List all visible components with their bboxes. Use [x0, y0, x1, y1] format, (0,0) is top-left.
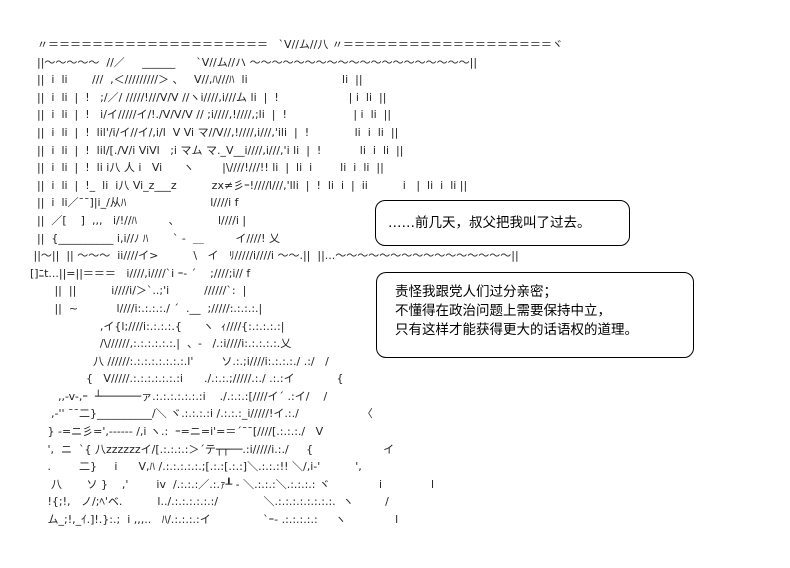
ascii-art-line: } -=ニ彡=',------ /,i ヽ.: ｰ=ニ=i'=＝´¯¯[////…: [30, 425, 324, 439]
ascii-art-line: ム_;!,_ｲ.]!.}:.; i ,,,.. ﾊ/.:.:.:.:イ `ｰ- …: [30, 513, 399, 527]
ascii-art-line: 八 //////:.:.:.:.:.:.:.:.l' ソ.:.;i////i:.…: [30, 354, 329, 368]
ascii-art-line: { V/////.:.:.:.:.:.:.:i ./.:.:.;/////.:.…: [30, 372, 344, 386]
speech-bubble-2: 责怪我跟党人们过分亲密； 不懂得在政治问题上需要保持中立， 只有这样才能获得更大…: [376, 272, 694, 358]
ascii-art-line: || i li | ! lil/[./V/i ViVl ;i マム マ._V__…: [30, 143, 404, 157]
ascii-art-line: ,イ{l;////i:.:.:.:.{ ヽ ｨ////{:.:.:.:.:|: [30, 319, 285, 333]
ascii-art-line: || || i////i/＞`..;'i //////`: |: [30, 284, 247, 298]
ascii-art-line: || i li | ! li i八 人 i Vi ヽ |\////!///!! …: [30, 161, 384, 175]
ascii-art-line: || i li／¯¯]|i_/从ﾊ l////i f: [30, 196, 239, 210]
ascii-art-line: || i li | ! lil'/i/イ//イ/,i/l V Vi マ//V//…: [30, 125, 399, 139]
bubble-2-line-2: 不懂得在政治问题上需要保持中立，: [395, 303, 611, 319]
bubble-1-line: ……前几天，叔父把我叫了过去。: [388, 214, 591, 231]
ascii-art-line: /\//////,:.:.:.:.:.:.| 、- /.:i////i:.:.:…: [30, 337, 292, 351]
ascii-art-line: ||～|| || ～～～ ii////イ> \ イ ﾘ/////i////i ～…: [30, 249, 519, 263]
speech-bubble-1: ……前几天，叔父把我叫了过去。: [375, 200, 630, 246]
ascii-art-line: || i li /// ,＜/////////＞ 、 V//,ﾊ///ﾊ li …: [30, 73, 363, 87]
ascii-art-line: 〃＝＝＝＝＝＝＝＝＝＝＝＝＝＝＝＝＝＝＝＝ `V//ム//八 〃＝＝＝＝＝＝＝＝…: [30, 38, 563, 51]
ascii-art-line: ,,-v-,ｰ ┴──────ァ.:.:.:.:.:.:.:i ./.:.:.:…: [30, 389, 328, 403]
ascii-art-line: !{;!, ノ/;ﾍ'ベ. l../.:.:.:.:.:.:/ ＼.:.:.:.…: [30, 495, 389, 509]
ascii-art-line: || ~ l////i:.:.:.:./ ´ .__ ;/////:.:.:.:…: [30, 301, 263, 315]
ascii-art-line: || i li | ! i/イ/////イ/!./V/V/V // ;i////…: [30, 108, 392, 122]
bubble-2-line-1: 责怪我跟党人们过分亲密；: [395, 284, 557, 300]
ascii-art-line: || {__________ i,i//ﾉ ﾊ ` ‐ ＿ イ////! 乂: [30, 231, 281, 245]
ascii-art-line: ,-'' ¯¯二}__________/＼ ヾ.:.:.:.:i /.:.:.:…: [30, 407, 373, 421]
ascii-art-line: ||～～～～～ //／ ______ `V//ム//ハ ～～～～～～～～～～～～…: [30, 55, 478, 69]
ascii-art-line: ', ニ `{ 八zzzzzzイ/[.:.:.:.:＞´テ┬┬──.:i////…: [30, 442, 395, 456]
bubble-2-line-3: 只有这样才能获得更大的话语权的道理。: [395, 322, 638, 338]
ascii-art: 〃＝＝＝＝＝＝＝＝＝＝＝＝＝＝＝＝＝＝＝＝ `V//ム//八 〃＝＝＝＝＝＝＝＝…: [30, 36, 563, 529]
ascii-art-line: || ／[ ] ,,, i/!//ﾊ 、 l////i |: [30, 213, 247, 227]
ascii-art-line: 八 ソ } ,' iv /.:.:.:／.:.ｧ┸ ‐ ＼.:.:.:＼.:.:…: [30, 477, 435, 491]
ascii-art-line: . 二} i V,ﾊ /.:.:.:.:.:.;[.:.:[.:.:]＼.:.:…: [30, 460, 362, 474]
ascii-art-line: || i li | !_ li i八 Vi_z___z zx≠彡ｰ!////l/…: [30, 178, 468, 192]
ascii-art-line: || i li | ! ;/／/ /////!///V/V //ヽi////,i…: [30, 90, 387, 104]
ascii-art-line: []ﾆt...||=||＝＝＝ i////,i////`i ｰ‐ ´ ;////…: [30, 266, 251, 280]
